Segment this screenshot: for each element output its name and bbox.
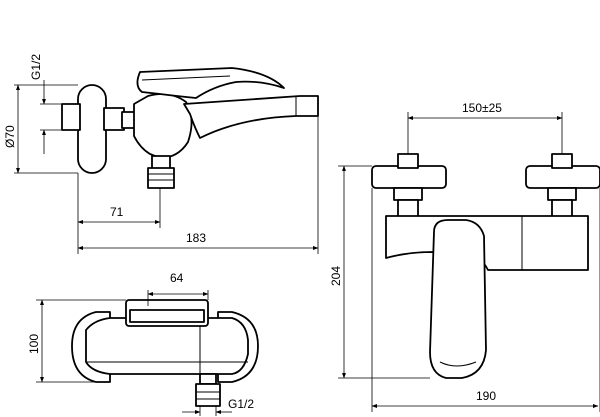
top-dim-100: 100 <box>27 334 41 354</box>
top-outlet <box>199 373 217 385</box>
front-mixer-body <box>385 215 589 271</box>
front-view: 150±25 204 190 <box>329 101 600 412</box>
front-lever-paddle <box>429 219 487 379</box>
side-view: G1/2 Ø70 71 183 <box>3 54 319 254</box>
side-dim-71: 71 <box>110 205 124 219</box>
front-dim-150: 150±25 <box>462 101 502 115</box>
side-dim-183: 183 <box>186 231 206 245</box>
front-dim-190: 190 <box>476 389 496 403</box>
wall-flange <box>77 84 107 174</box>
inlet-stub <box>61 103 81 131</box>
mixer-body <box>133 93 193 159</box>
front-right-flange <box>525 165 600 189</box>
top-view: 64 100 G1/2 <box>27 271 259 416</box>
front-dim-204: 204 <box>329 266 343 286</box>
side-thread-label: G1/2 <box>29 54 43 80</box>
top-dim-64: 64 <box>170 271 184 285</box>
side-diameter-label: Ø70 <box>3 125 17 148</box>
front-left-flange <box>371 165 447 189</box>
top-thread-label: G1/2 <box>228 397 254 411</box>
spout <box>183 95 319 139</box>
lever-handle <box>136 67 285 99</box>
top-mixer-body <box>85 317 249 375</box>
connector-nut <box>103 107 125 131</box>
